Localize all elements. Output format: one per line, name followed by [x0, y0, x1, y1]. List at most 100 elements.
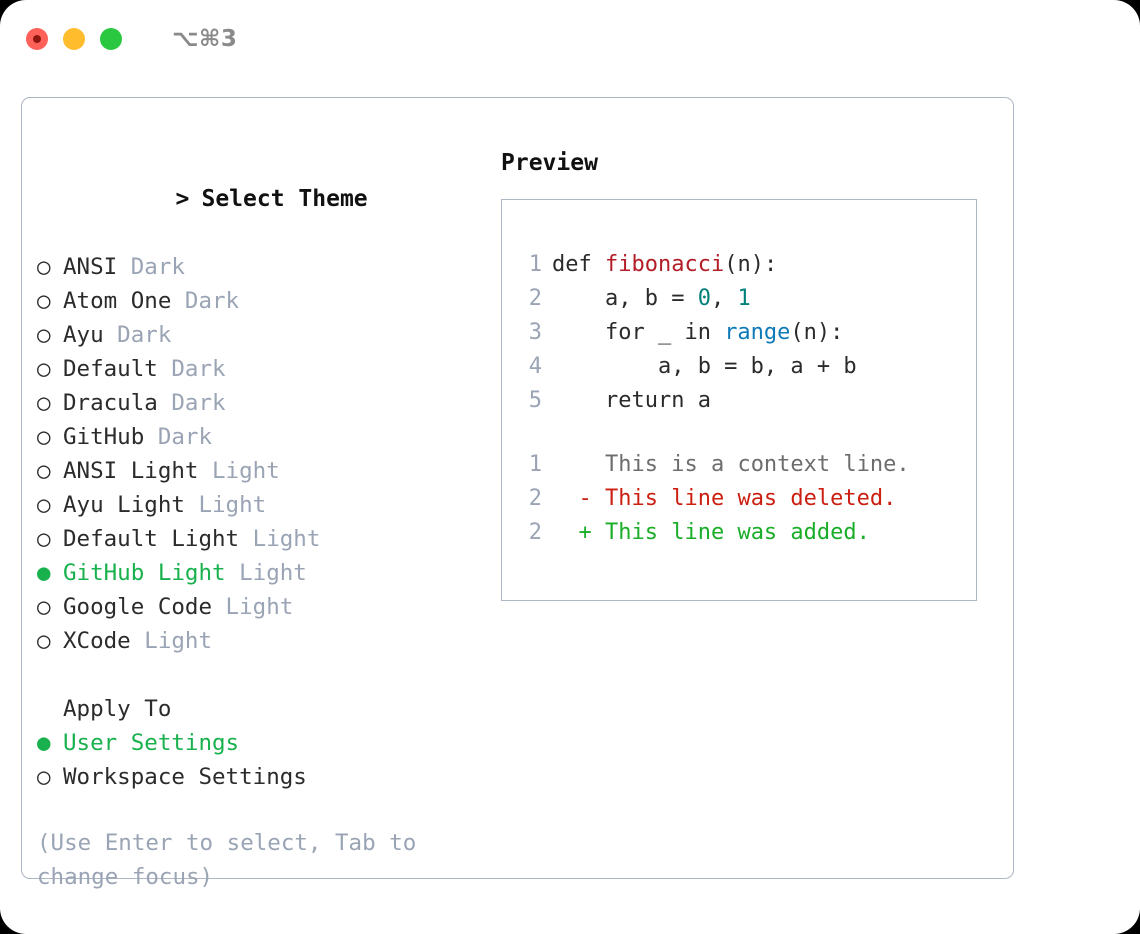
radio-unselected-icon: ○ [37, 594, 51, 620]
theme-option-ansi[interactable]: ○ANSI Dark [37, 250, 497, 284]
code-line: 4 a, b = b, a + b [520, 350, 976, 384]
minimize-button-icon[interactable] [63, 28, 85, 50]
theme-option-label: Default Light [63, 526, 240, 552]
window-controls [26, 28, 122, 50]
theme-option-label: ANSI [63, 254, 118, 280]
code-token-plain: (n): [790, 320, 844, 345]
code-token-plain: for _ in [552, 320, 725, 345]
line-number: 2 [528, 520, 542, 545]
radio-selected-icon: ● [37, 730, 51, 756]
code-token-plain: , [710, 286, 738, 311]
theme-variant-badge: Light [130, 628, 213, 654]
theme-variant-badge: Light [184, 492, 267, 518]
code-line: 2 a, b = 0, 1 [520, 282, 976, 316]
radio-unselected-icon: ○ [37, 356, 51, 382]
line-number: 4 [528, 354, 542, 379]
theme-option-atom-one[interactable]: ○ Atom One Dark [37, 284, 497, 318]
line-number: 1 [528, 252, 542, 277]
apply-to-label: Apply To [63, 696, 172, 722]
code-line: 1 def fibonacci(n): [520, 248, 976, 282]
theme-variant-badge: Dark [117, 254, 185, 280]
theme-option-ayu-light[interactable]: ○ Ayu Light Light [37, 488, 497, 522]
theme-option-label: Atom One [63, 288, 172, 314]
theme-variant-badge: Light [225, 560, 307, 586]
line-number: 1 [528, 452, 542, 477]
code-line: 5 return a [520, 384, 976, 418]
theme-option-default[interactable]: ○ Default Dark [37, 352, 497, 386]
line-number: 5 [528, 388, 542, 413]
code-token-plain: a, b = b, a + b [552, 354, 857, 379]
diff-marker-icon: - [552, 486, 592, 511]
select-theme-title: Select Theme [201, 186, 368, 212]
apply-to-options[interactable]: ● User Settings ○Workspace Settings [37, 726, 497, 794]
keyboard-hint-text: (Use Enter to select, Tab to change focu… [37, 830, 417, 890]
list-spacer [37, 658, 497, 692]
apply-to-option-user-settings[interactable]: ● User Settings [37, 726, 497, 760]
line-number: 2 [528, 486, 542, 511]
radio-unselected-icon: ○ [37, 628, 51, 654]
close-button-icon[interactable] [26, 28, 48, 50]
theme-option-ayu[interactable]: ○Ayu Dark [37, 318, 497, 352]
line-number: 2 [528, 286, 542, 311]
theme-list[interactable]: ○ANSI Dark○Atom One Dark○Ayu Dark○Defaul… [37, 250, 497, 658]
content-panel: >Select Theme ○ANSI Dark○Atom One Dark○A… [21, 97, 1014, 890]
diff-line-text: This line was deleted. [591, 486, 897, 511]
theme-option-label: GitHub [63, 424, 145, 450]
code-token-plain: (n): [724, 252, 778, 277]
code-token-plain: return a [552, 388, 711, 413]
radio-unselected-icon: ○ [37, 458, 51, 484]
diff-line-del: 2 - This line was deleted. [520, 482, 976, 516]
theme-variant-badge: Light [239, 526, 321, 552]
theme-option-label: Ayu [63, 322, 104, 348]
theme-variant-badge: Light [198, 458, 280, 484]
radio-unselected-icon: ○ [37, 390, 51, 416]
theme-variant-badge: Dark [157, 356, 226, 382]
theme-option-github[interactable]: ○ GitHub Dark [37, 420, 497, 454]
theme-option-label: XCode [63, 628, 131, 654]
apply-to-option-workspace-settings[interactable]: ○Workspace Settings [37, 760, 497, 794]
code-token-fn: fibonacci [604, 252, 725, 277]
theme-option-dracula[interactable]: ○ Dracula Dark [37, 386, 497, 420]
theme-variant-badge: Dark [157, 390, 226, 416]
code-token-num: 1 [737, 286, 751, 311]
diff-marker-icon [552, 452, 592, 477]
theme-option-label: ANSI Light [63, 458, 199, 484]
theme-option-label: GitHub Light [63, 560, 226, 586]
theme-option-xcode[interactable]: ○ XCode Light [37, 624, 497, 658]
theme-option-google-code[interactable]: ○Google Code Light [37, 590, 497, 624]
diff-line-add: 2 + This line was added. [520, 516, 976, 550]
theme-option-ansi-light[interactable]: ○ ANSI Light Light [37, 454, 497, 488]
apply-to-option-label: User Settings [63, 730, 240, 756]
radio-unselected-icon: ○ [37, 322, 51, 348]
keyboard-shortcut-label: ⌥⌘3 [172, 26, 238, 52]
code-token-plain: a, b = [552, 286, 698, 311]
theme-option-label: Default [63, 356, 158, 382]
radio-unselected-icon: ○ [37, 526, 51, 552]
theme-option-github-light[interactable]: ● GitHub Light Light [37, 556, 497, 590]
code-token-num: 0 [697, 286, 711, 311]
theme-option-label: Dracula [63, 390, 158, 416]
diff-line-text: This line was added. [591, 520, 870, 545]
code-line: 3 for _ in range(n): [520, 316, 976, 350]
theme-option-default-light[interactable]: ○ Default Light Light [37, 522, 497, 556]
code-token-call: range [724, 320, 791, 345]
prompt-caret-icon: > [175, 186, 190, 212]
radio-selected-icon: ● [37, 560, 51, 586]
theme-selector-column: >Select Theme ○ANSI Dark○Atom One Dark○A… [37, 148, 497, 894]
select-theme-header: > Select Theme [37, 148, 497, 250]
diff-marker-icon: + [552, 520, 592, 545]
code-token-plain: def [552, 252, 605, 277]
maximize-button-icon[interactable] [100, 28, 122, 50]
theme-variant-badge: Dark [171, 288, 240, 314]
preview-title: Preview [501, 150, 598, 176]
theme-variant-badge: Dark [144, 424, 213, 450]
theme-option-label: Ayu Light [63, 492, 185, 518]
radio-unselected-icon: ○ [37, 288, 51, 314]
diff-sample: 1 This is a context line.2 - This line w… [520, 448, 976, 550]
radio-unselected-icon: ○ [37, 424, 51, 450]
radio-unselected-icon: ○ [37, 492, 51, 518]
radio-unselected-icon: ○ [37, 764, 51, 790]
